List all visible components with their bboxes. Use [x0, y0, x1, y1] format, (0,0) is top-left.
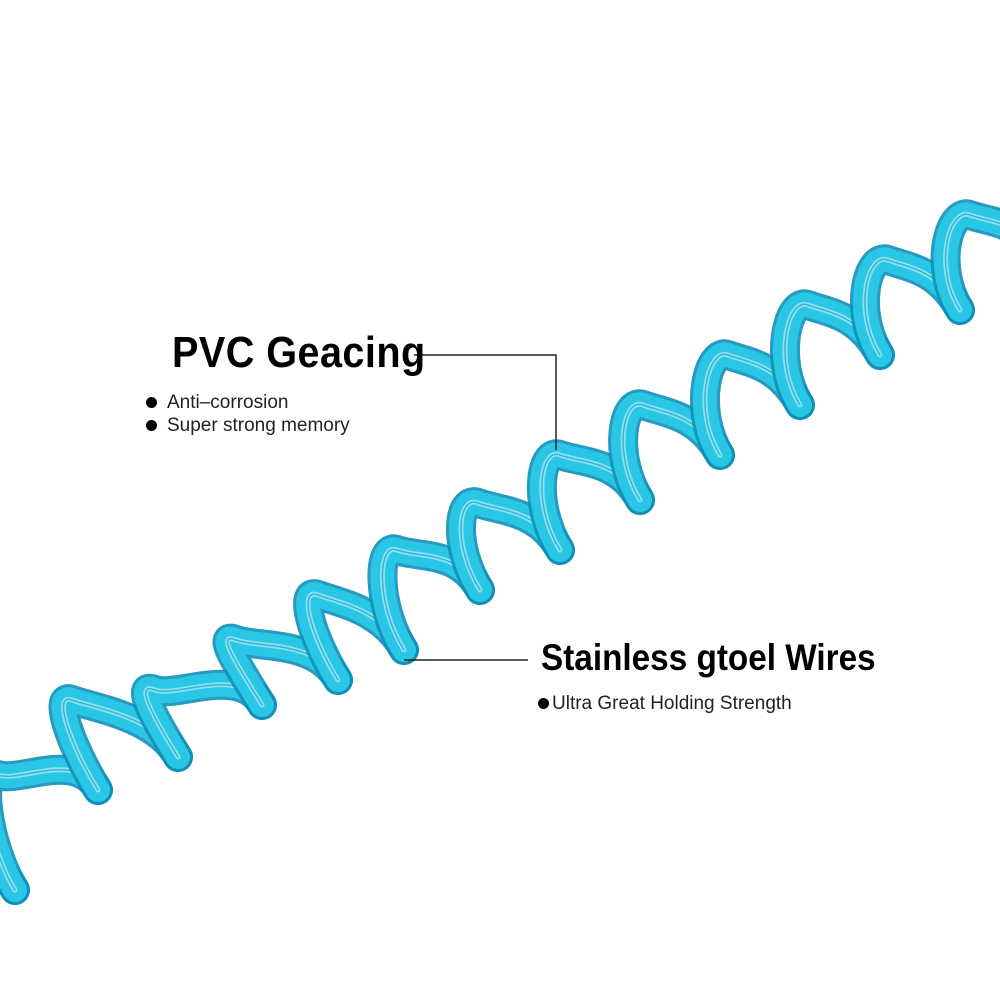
feature-text: Super strong memory	[167, 414, 350, 436]
bullet-dot-icon	[146, 397, 157, 408]
coil-inner-wire	[0, 769, 99, 891]
callout-leader-lines	[404, 354, 557, 661]
bullet-dot-icon	[538, 698, 549, 709]
coil-inner-wire	[944, 213, 1000, 311]
feature-item: Super strong memory	[146, 414, 350, 437]
coil-turns	[0, 199, 1000, 905]
pvc-leader-line	[414, 354, 557, 450]
bullet-dot-icon	[146, 420, 157, 431]
steel-wires-heading: Stainless gtoel Wires	[541, 637, 876, 678]
feature-item: Anti–corrosion	[146, 391, 350, 414]
feature-text: Anti–corrosion	[167, 391, 289, 413]
steel-wires-features: Ultra Great Holding Strength	[538, 692, 792, 715]
pvc-coating-heading: PVC Geacing	[172, 328, 426, 377]
feature-item: Ultra Great Holding Strength	[538, 692, 792, 715]
feature-text: Ultra Great Holding Strength	[552, 692, 792, 714]
pvc-coating-features: Anti–corrosion Super strong memory	[146, 391, 350, 437]
